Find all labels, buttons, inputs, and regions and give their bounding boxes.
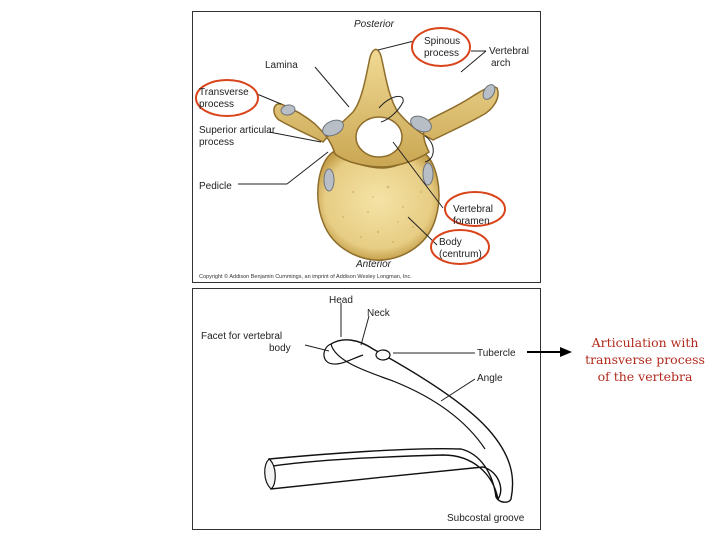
label-vertebral-foramen-2: foramen	[453, 216, 490, 227]
leader-lines	[238, 40, 487, 246]
caption-line-3: of the vertebra	[597, 369, 693, 384]
label-spinous-process-2: process	[424, 48, 459, 59]
label-body-1: Body	[439, 237, 462, 248]
body-texture	[342, 185, 422, 244]
caption-line-1: Articulation with	[591, 335, 699, 350]
label-vertebral-foramen-1: Vertebral	[453, 204, 493, 215]
label-neck: Neck	[367, 308, 391, 319]
label-angle: Angle	[477, 373, 503, 384]
label-vertebral-arch-1: Vertebral	[489, 46, 529, 57]
label-superior-articular-1: Superior articular	[199, 125, 276, 136]
vertebra-panel: Posterior Spinous process Vertebral arch…	[192, 11, 541, 283]
rib-panel: Head Neck Facet for vertebral body Tuber…	[192, 288, 541, 530]
rib-tubercle	[375, 349, 391, 361]
label-vertebral-arch-2: arch	[491, 58, 510, 69]
rib-diagram: Head Neck Facet for vertebral body Tuber…	[201, 295, 525, 524]
label-subcostal-groove: Subcostal groove	[447, 513, 525, 524]
label-transverse-process-2: process	[199, 99, 234, 110]
label-transverse-process-1: Transverse	[199, 87, 249, 98]
vertebral-foramen	[355, 116, 403, 158]
vertebra-diagram: Posterior Spinous process Vertebral arch…	[195, 19, 529, 280]
rib-neck-shaft	[330, 343, 486, 450]
label-superior-articular-2: process	[199, 137, 234, 148]
caption-line-2: transverse process	[585, 352, 705, 367]
label-facet-2: body	[269, 343, 291, 354]
label-facet-1: Facet for vertebral	[201, 331, 282, 342]
highlight-circles	[195, 27, 506, 265]
vertebral-body	[317, 151, 440, 261]
label-spinous-process-1: Spinous	[424, 36, 460, 47]
label-posterior: Posterior	[354, 19, 395, 30]
label-pedicle: Pedicle	[199, 181, 232, 192]
label-anterior: Anterior	[355, 259, 392, 270]
arch-bracket-right	[424, 135, 434, 163]
label-head: Head	[329, 295, 353, 306]
label-lamina: Lamina	[265, 60, 298, 71]
label-body-2: (centrum)	[439, 249, 482, 260]
rib-shape	[266, 339, 514, 503]
rib-end	[264, 458, 276, 490]
rib-head	[323, 343, 364, 365]
caption: Articulation with transverse process of …	[572, 334, 718, 385]
copyright-text: Copyright © Addison Benjamin Cummings, a…	[199, 273, 412, 280]
rib-leader-lines	[304, 303, 476, 402]
label-tubercle: Tubercle	[477, 348, 516, 359]
articular-facets	[280, 84, 496, 192]
arch-bracket-left	[378, 95, 404, 123]
